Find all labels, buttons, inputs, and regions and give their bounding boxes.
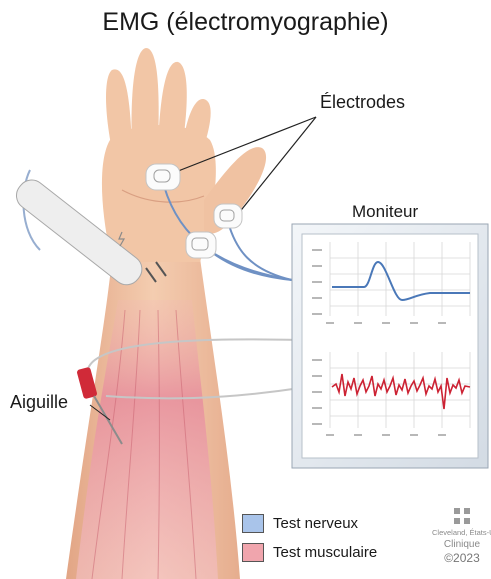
page-title: EMG (électromyographie): [0, 8, 491, 37]
finger-ring: [158, 62, 187, 148]
brand-logo-icon: [454, 508, 470, 524]
label-needle: Aiguille: [10, 392, 68, 413]
electrode-wrist: [186, 232, 216, 258]
electrode-thumb: [214, 204, 242, 228]
brand-copyright: ©2023: [432, 551, 491, 565]
brand-clinic: Clinique: [432, 539, 491, 550]
legend-label-muscle: Test musculaire: [273, 544, 377, 561]
legend-item-nerve: Test nerveux: [242, 514, 358, 533]
brand-name: Cleveland, États-Unis: [432, 528, 491, 537]
label-monitor: Moniteur: [352, 202, 418, 222]
label-electrodes: Électrodes: [320, 92, 405, 113]
monitor: [292, 224, 488, 468]
legend-swatch-nerve: [242, 514, 264, 533]
electrode-palm: [146, 164, 180, 190]
finger-middle: [132, 48, 159, 148]
finger-index: [106, 69, 132, 150]
legend-label-nerve: Test nerveux: [273, 515, 358, 532]
legend-swatch-muscle: [242, 543, 264, 562]
legend-item-muscle: Test musculaire: [242, 543, 377, 562]
arm-illustration: [66, 48, 266, 579]
brand-block: Cleveland, États-Unis Clinique ©2023: [432, 508, 491, 565]
